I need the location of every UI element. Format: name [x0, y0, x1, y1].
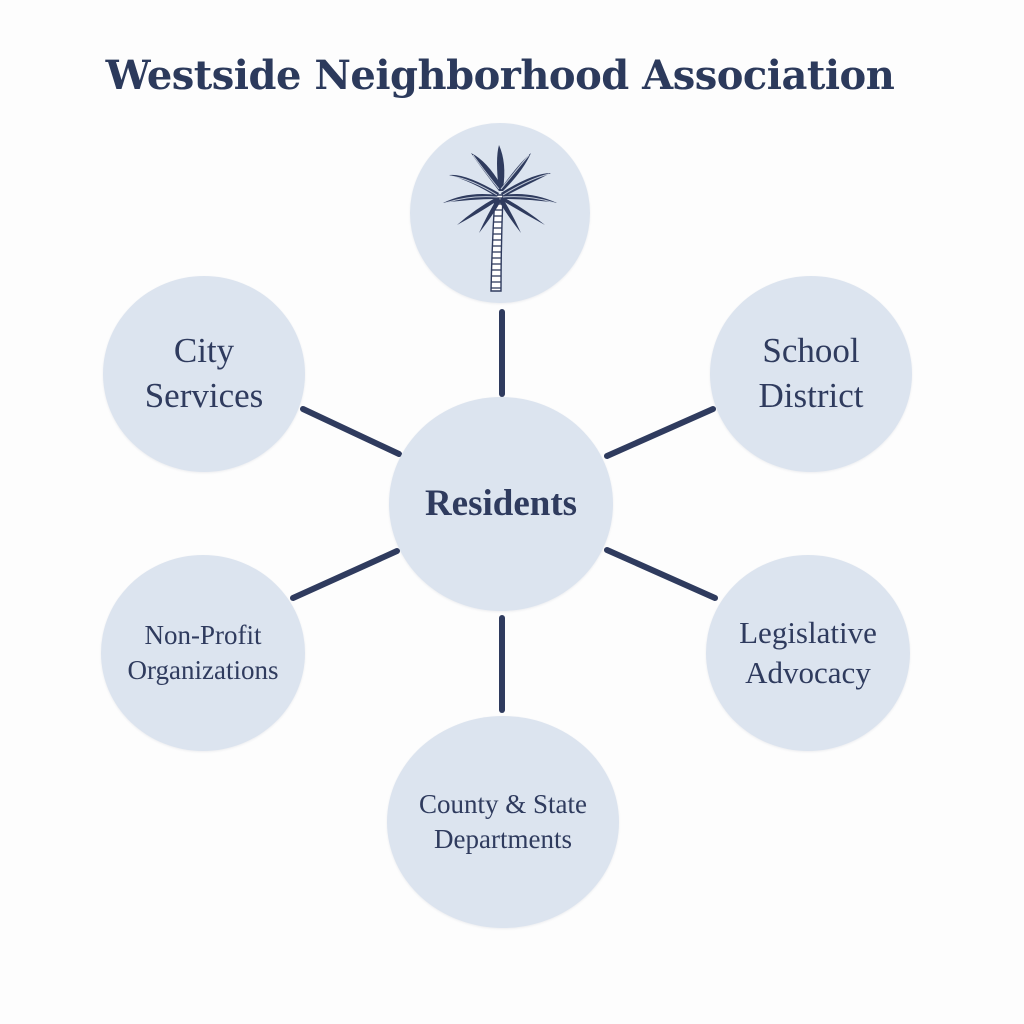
connector-to-non-profit: [290, 548, 400, 601]
county-state-node: County & State Departments: [387, 716, 619, 928]
palm-tree-icon: [443, 145, 557, 292]
residents-center-node: Residents: [389, 397, 613, 611]
non-profit-node: Non-Profit Organizations: [101, 555, 305, 751]
residents-label: Residents: [424, 483, 578, 525]
page-title: Westside Neighborhood Association: [105, 52, 895, 99]
school-district-label: School District: [758, 331, 864, 415]
palm-node: [410, 123, 590, 303]
connector-to-school-district: [604, 406, 716, 459]
connector-to-city-services: [300, 406, 402, 457]
school-district-node: School District: [710, 276, 912, 472]
legislative-advocacy-label: Legislative Advocacy: [739, 615, 877, 690]
legislative-advocacy-node: Legislative Advocacy: [706, 555, 910, 751]
city-services-node: City Services: [103, 276, 305, 472]
county-state-label: County & State Departments: [419, 789, 587, 854]
non-profit-label: Non-Profit Organizations: [127, 620, 279, 685]
connector-to-legislative: [604, 547, 718, 601]
city-services-label: City Services: [144, 331, 264, 415]
